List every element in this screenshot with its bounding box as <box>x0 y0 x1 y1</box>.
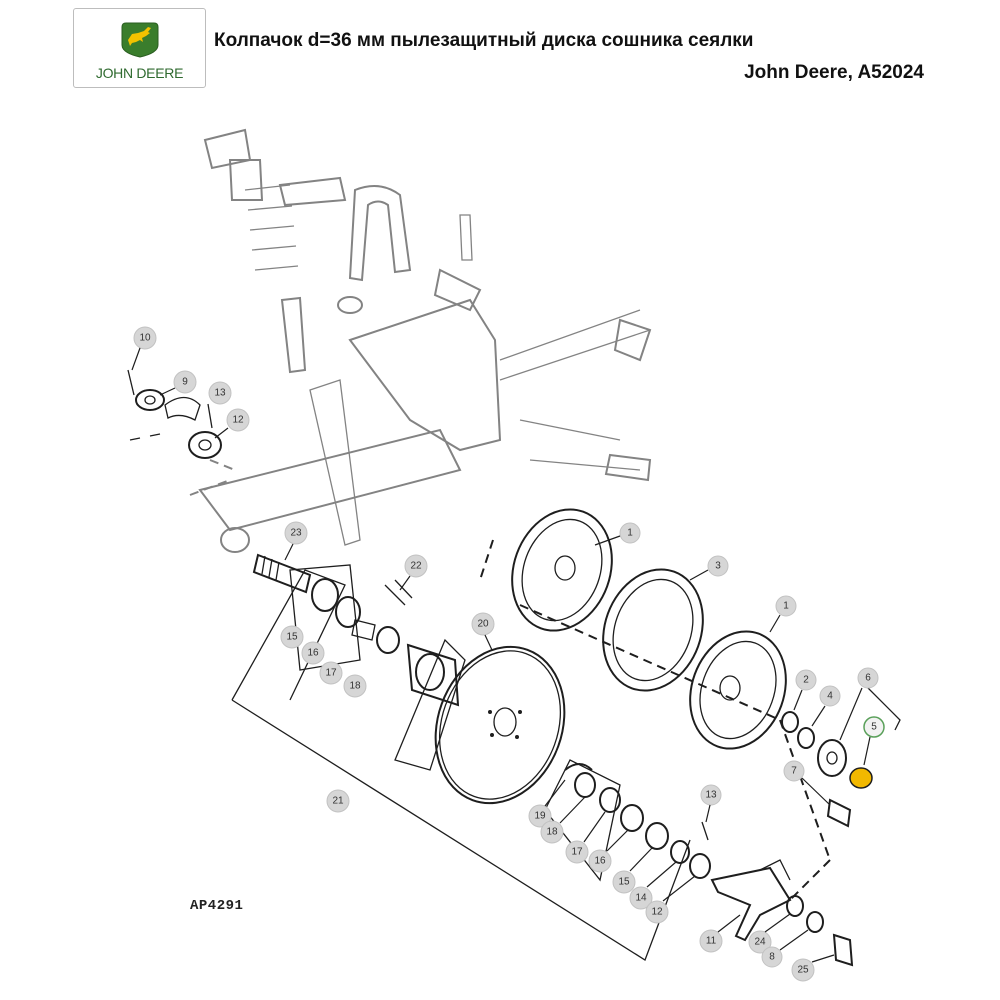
svg-text:14: 14 <box>635 893 647 904</box>
svg-text:25: 25 <box>797 965 809 976</box>
svg-text:15: 15 <box>618 877 630 888</box>
callout-14: 14 <box>629 886 653 910</box>
svg-text:10: 10 <box>139 333 151 344</box>
callout-12-right: 12 <box>645 900 669 924</box>
callout-13-left: 13 <box>208 381 232 405</box>
svg-text:23: 23 <box>290 528 302 539</box>
svg-text:3: 3 <box>715 561 721 572</box>
callout-6: 6 <box>857 667 879 689</box>
svg-text:16: 16 <box>307 648 319 659</box>
svg-text:11: 11 <box>706 936 717 947</box>
svg-text:20: 20 <box>477 619 489 630</box>
gauge-wheel-assembly <box>511 508 787 750</box>
callout-17-right: 17 <box>565 840 589 864</box>
coulter-disc <box>434 645 566 805</box>
svg-text:17: 17 <box>325 668 337 679</box>
svg-text:9: 9 <box>182 377 188 388</box>
dust-cap-a52024-highlight <box>849 767 873 789</box>
callout-1-lower: 1 <box>775 595 797 617</box>
svg-text:17: 17 <box>571 847 583 858</box>
callout-21: 21 <box>326 789 350 813</box>
svg-text:12: 12 <box>232 415 244 426</box>
axle-shaft <box>252 553 312 594</box>
svg-text:2: 2 <box>803 675 809 686</box>
svg-text:8: 8 <box>769 952 775 963</box>
svg-text:19: 19 <box>534 811 546 822</box>
callout-8: 8 <box>761 946 783 968</box>
callouts: 10 9 13 12 23 22 15 16 17 18 20 1 3 1 2 … <box>131 326 885 982</box>
callout-13-right: 13 <box>700 784 722 806</box>
callout-1-upper: 1 <box>619 522 641 544</box>
svg-text:24: 24 <box>754 937 766 948</box>
svg-text:1: 1 <box>627 528 633 539</box>
frame-assembly <box>189 128 652 553</box>
callout-20: 20 <box>471 612 495 636</box>
callout-9: 9 <box>173 370 197 394</box>
svg-text:22: 22 <box>410 561 422 572</box>
callout-3: 3 <box>707 555 729 577</box>
callout-15-right: 15 <box>612 870 636 894</box>
callout-7: 7 <box>783 760 805 782</box>
page-subtitle: John Deere, A52024 <box>744 62 924 83</box>
callout-15-left: 15 <box>280 625 304 649</box>
gauge-wheel-hub <box>781 679 901 828</box>
group-bracket-outline <box>479 539 831 901</box>
svg-text:18: 18 <box>546 827 558 838</box>
callout-2: 2 <box>795 669 817 691</box>
svg-text:21: 21 <box>332 796 344 807</box>
right-hub-bearings <box>564 763 711 879</box>
callout-19: 19 <box>528 804 552 828</box>
callout-23: 23 <box>284 521 308 545</box>
svg-text:16: 16 <box>594 856 606 867</box>
callout-17-left: 17 <box>319 661 343 685</box>
svg-text:13: 13 <box>705 790 717 801</box>
callout-16-left: 16 <box>301 641 325 665</box>
svg-text:6: 6 <box>865 673 871 684</box>
callout-18-left: 18 <box>343 674 367 698</box>
callout-4: 4 <box>819 685 841 707</box>
deer-emblem-icon <box>121 22 159 58</box>
svg-text:7: 7 <box>791 766 797 777</box>
callout-22: 22 <box>404 554 428 578</box>
svg-text:1: 1 <box>783 601 789 612</box>
group-bracket-21 <box>231 569 691 961</box>
page-title: Колпачок d=36 мм пылезащитный диска сошн… <box>214 30 754 51</box>
svg-text:13: 13 <box>214 388 226 399</box>
svg-text:5: 5 <box>871 722 877 733</box>
callout-10: 10 <box>133 326 157 350</box>
callout-12-left: 12 <box>226 408 250 432</box>
svg-text:12: 12 <box>651 907 663 918</box>
left-hub-bearings <box>289 564 460 707</box>
callout-16-right: 16 <box>588 849 612 873</box>
callout-11: 11 <box>699 929 723 953</box>
svg-text:18: 18 <box>349 681 361 692</box>
svg-text:4: 4 <box>827 691 833 702</box>
logo-wordmark: JOHN DEERE <box>95 65 184 81</box>
callout-24: 24 <box>748 930 772 954</box>
scraper-arm <box>710 859 854 967</box>
drawing-code: AP4291 <box>190 898 244 914</box>
callout-18-right: 18 <box>540 820 564 844</box>
svg-text:15: 15 <box>286 632 298 643</box>
john-deere-logo: JOHN DEERE <box>73 8 206 88</box>
callout-25: 25 <box>791 958 815 982</box>
left-bearing-group <box>127 369 222 459</box>
callout-5-highlighted: 5 <box>863 716 885 738</box>
group-bracket-hub-left <box>394 638 466 771</box>
